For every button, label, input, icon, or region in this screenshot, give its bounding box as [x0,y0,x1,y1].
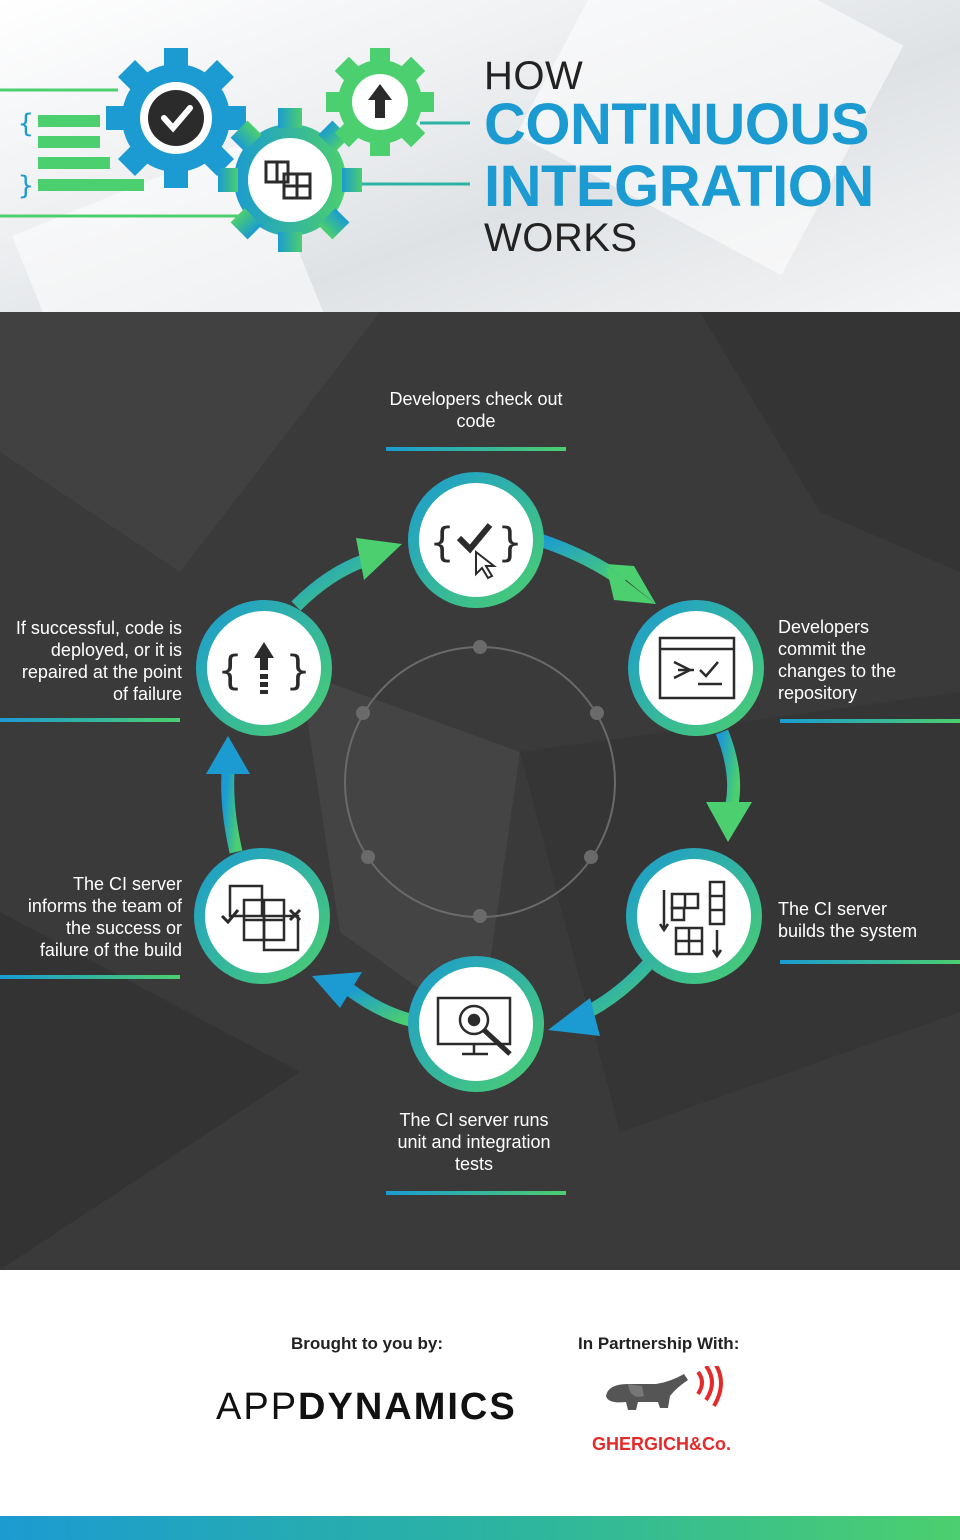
arrow-6-to-1 [291,553,369,611]
upload-gear-icon [326,48,434,156]
background-facet [300,672,520,1032]
svg-text:{: { [218,648,242,694]
partner-name: GHERGICH&Co. [592,1434,731,1454]
step-5-underline [0,975,180,979]
terminal-commit-icon [658,636,736,700]
brought-to-you-label: Brought to you by: [291,1334,444,1353]
step-6-text: If successful, code is deployed, or it i… [15,618,182,704]
step-5-text: The CI server informs the team of the su… [27,874,182,960]
step-4-underline [386,1191,566,1195]
blocks-gear-icon [218,108,362,252]
title-works: WORKS [484,216,638,260]
arrowhead [606,566,656,604]
cycle-diagram: { } [0,312,960,1270]
step-6-underline [0,718,180,722]
footer [0,1270,960,1540]
step-3-text: The CI server builds the system [778,899,918,941]
code-lines-icon: { } [18,109,144,201]
center-ring-dots [356,640,604,923]
code-upload-icon: { } [218,642,310,694]
step-3-circle [626,848,762,984]
step-3-underline [780,960,960,964]
arrow-2-to-3 [715,729,741,806]
arrowhead [606,564,656,604]
arrowhead [206,736,250,774]
arrowhead [706,802,752,842]
title-continuous: CONTINUOUS [484,92,869,157]
step-1-circle: { } [408,472,544,608]
step-2-circle [628,600,764,736]
arrowhead [312,972,362,1008]
arrow-heads [206,538,752,1036]
elephant-logo-icon [606,1366,723,1410]
brand-light-text: APP [216,1386,299,1428]
ci-cycle-panel: { } [0,312,960,1270]
step-4-text: The CI server runs unit and integration … [397,1110,551,1174]
build-blocks-icon [658,880,726,959]
gears-illustration: { } [0,48,470,252]
brand-bold-text: DYNAMICS [298,1386,517,1428]
code-check-cursor-icon: { } [430,520,522,580]
check-gear-icon [106,48,246,188]
svg-text:}: } [286,648,310,694]
step-6-circle: { } [196,600,332,736]
step-5-circle [194,848,330,984]
grid-check-cross-icon [220,884,302,952]
arrowhead [356,538,402,580]
arrow-5-to-6 [221,771,243,854]
arrowhead [548,998,600,1036]
step-2-underline [780,719,960,723]
arrow-4-to-5 [346,984,412,1027]
background-facet [700,312,960,572]
step-4-circle [408,956,544,1092]
svg-text:{: { [430,520,454,566]
title-integration: INTEGRATION [484,154,874,219]
svg-text:}: } [498,520,522,566]
monitor-gear-magnifier-icon [436,996,512,1056]
step-2-text: Developers commit the changes to the rep… [778,617,897,703]
header-banner: { } [0,0,960,312]
background-facet [0,312,380,572]
title-how: HOW [484,54,584,98]
svg-text:}: } [18,171,34,201]
partnership-label: In Partnership With: [578,1334,740,1353]
svg-text:{: { [18,109,34,139]
background-facet [0,912,300,1270]
step-1-text: Developers check out code [389,389,563,431]
appdynamics-logo: APPDYNAMICS [216,1386,517,1429]
step-1-underline [386,447,566,451]
bottom-gradient-bar [0,1516,960,1540]
